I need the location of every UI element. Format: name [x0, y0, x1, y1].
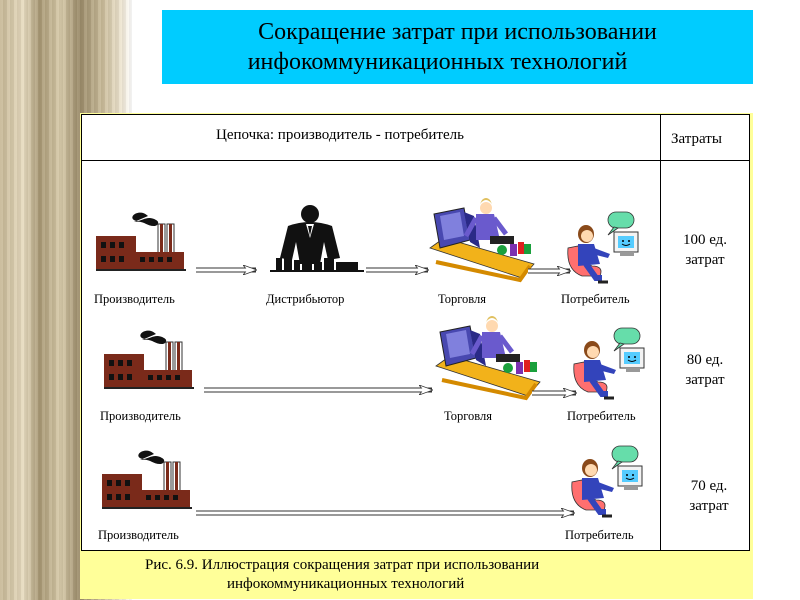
row2-label-consumer: Потребитель [567, 409, 636, 423]
figure-caption-line2: инфокоммуникационных технологий [227, 576, 465, 592]
row1-cost-unit: затрат [685, 252, 725, 268]
row3-label-consumer: Потребитель [565, 528, 634, 542]
row2-cost-unit: затрат [685, 372, 725, 388]
row3-producer-icon [101, 450, 193, 510]
row3-cost-unit: затрат [689, 498, 729, 514]
row3-label-producer: Производитель [98, 528, 179, 542]
header-chain: Цепочка: производитель - потребитель [216, 127, 464, 143]
row3-cost: 70 ед. затрат [669, 476, 749, 516]
row2-cost-value: 80 ед. [686, 352, 724, 368]
figure-caption-line1: Рис. 6.9. Иллюстрация сокращения затрат … [145, 557, 540, 573]
row2-label-producer: Производитель [100, 409, 181, 423]
row1-label-retail: Торговля [438, 292, 486, 306]
slide-title-line2: инфокоммуникационных технологий [247, 49, 628, 75]
row2-producer-icon [103, 330, 195, 390]
row1-cost: 100 ед. затрат [665, 230, 745, 270]
row2-retail-icon [436, 316, 540, 398]
header-costs: Затраты [671, 131, 722, 147]
table-header-divider [81, 160, 750, 161]
row1-label-consumer: Потребитель [561, 292, 630, 306]
row1-consumer-icon [568, 212, 638, 282]
row3-consumer-icon [572, 446, 642, 516]
row1-label-producer: Производитель [94, 292, 175, 306]
row1-label-distributor: Дистрибьютор [266, 292, 345, 306]
row1-retail-icon [430, 198, 534, 280]
row1-cost-value: 100 ед. [682, 232, 728, 248]
row1-distributor-icon [270, 205, 364, 272]
row1-producer-icon [95, 212, 187, 272]
slide-title-line1: Сокращение затрат при использовании [258, 19, 657, 45]
row2-cost: 80 ед. затрат [665, 350, 745, 390]
table-column-divider [660, 114, 661, 551]
row3-cost-value: 70 ед. [690, 478, 728, 494]
row2-consumer-icon [574, 328, 644, 398]
row2-label-retail: Торговля [444, 409, 492, 423]
figure-caption: Рис. 6.9. Иллюстрация сокращения затрат … [81, 556, 750, 594]
slide-title: Сокращение затрат при использовании инфо… [162, 10, 753, 84]
